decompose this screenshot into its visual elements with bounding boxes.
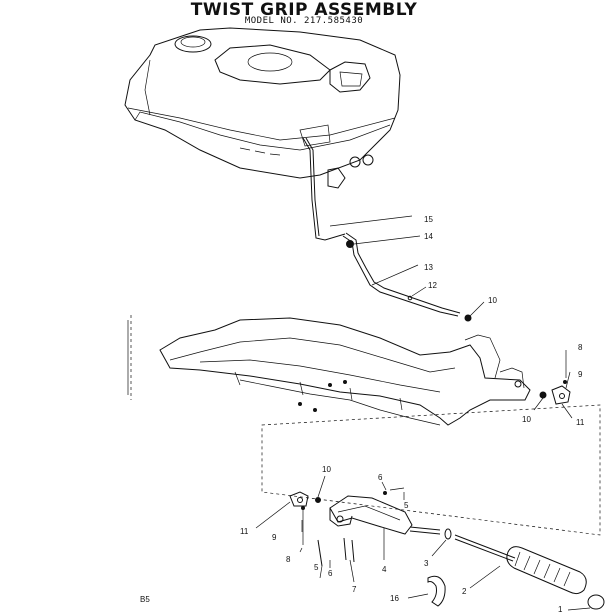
callout-11: 11 — [576, 418, 585, 427]
model-number: MODEL NO. 217.585430 — [244, 16, 364, 26]
callouts: 15 14 13 12 10 8 9 10 11 10 6 5 11 9 8 5… — [240, 215, 585, 614]
bracket-parts — [539, 350, 571, 405]
callout-3: 3 — [424, 559, 429, 568]
callout-12: 12 — [428, 281, 437, 290]
callout-8: 8 — [286, 555, 291, 564]
callout-10: 10 — [522, 415, 531, 424]
callout-8: 8 — [578, 343, 583, 352]
callout-9: 9 — [578, 370, 583, 379]
subassembly-box — [261, 404, 601, 536]
callout-4: 4 — [382, 565, 387, 574]
callout-15: 15 — [424, 215, 433, 224]
callout-16: 16 — [390, 594, 399, 603]
callout-9: 9 — [272, 533, 277, 542]
callout-5: 5 — [314, 563, 319, 572]
page-code: B5 — [140, 595, 150, 604]
tiller-frame — [127, 315, 531, 426]
leader-lines — [255, 215, 591, 611]
callout-6: 6 — [378, 473, 383, 482]
callout-7: 7 — [352, 585, 357, 594]
twist-grip — [289, 487, 605, 610]
diagram-title: TWIST GRIP ASSEMBLY — [190, 0, 418, 20]
callout-5: 5 — [404, 501, 409, 510]
engine-housing — [124, 27, 401, 189]
callout-1: 1 — [558, 605, 563, 614]
callout-2: 2 — [462, 587, 467, 596]
callout-11: 11 — [240, 527, 249, 536]
callout-10: 10 — [488, 296, 497, 305]
callout-13: 13 — [424, 263, 433, 272]
callout-10: 10 — [322, 465, 331, 474]
callout-14: 14 — [424, 232, 433, 241]
throttle-link — [302, 137, 472, 322]
callout-6: 6 — [328, 569, 333, 578]
